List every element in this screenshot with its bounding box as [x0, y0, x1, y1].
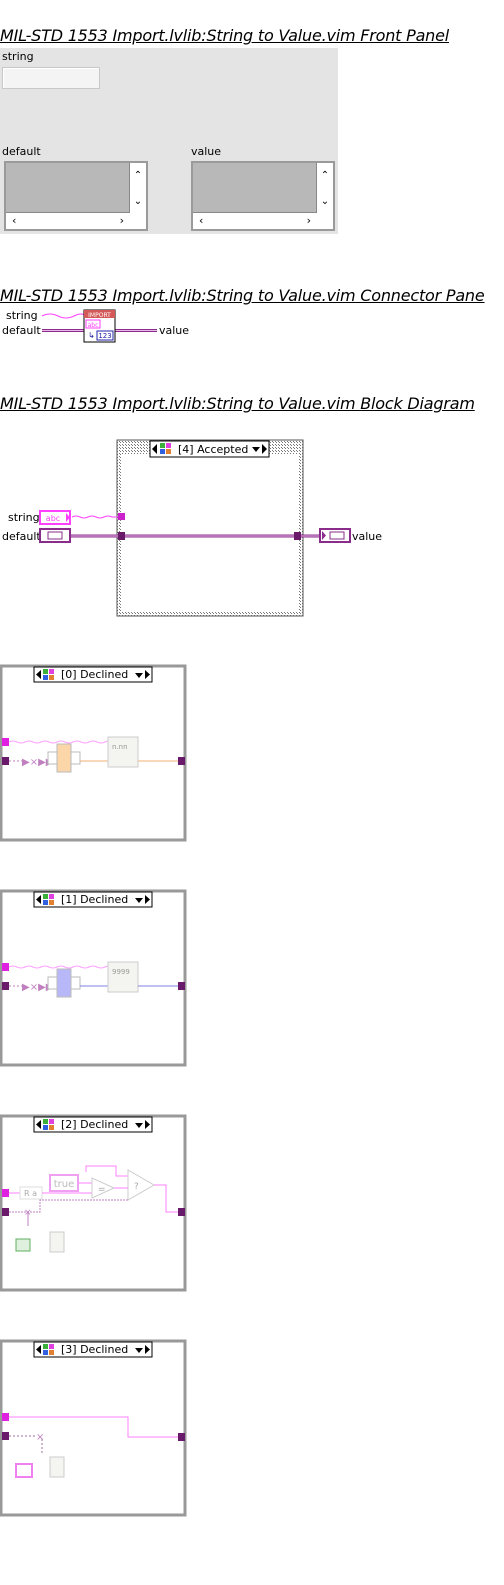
- value-out-tunnel: [294, 532, 301, 540]
- conpane-value-label: value: [159, 324, 190, 337]
- conpane-default-label: default: [2, 324, 41, 337]
- scroll-up-icon[interactable]: ⌃: [320, 170, 330, 181]
- icon-banner-text: IMPORT: [88, 312, 111, 319]
- bd-default-label: default: [2, 530, 41, 543]
- case-prev-icon: [152, 444, 157, 454]
- scroll-down-icon[interactable]: ⌄: [320, 196, 330, 207]
- bd-value-label: value: [352, 530, 382, 543]
- scroll-left-icon[interactable]: ‹: [12, 214, 17, 227]
- vi-icon[interactable]: IMPORT abc ↳ 123: [83, 309, 116, 343]
- svg-text:[1] Declined: [1] Declined: [61, 893, 128, 906]
- svg-text:n.nn: n.nn: [112, 743, 128, 751]
- icon-abc-text: abc: [88, 322, 99, 329]
- svg-text:R a: R a: [24, 1189, 37, 1198]
- scroll-down-icon[interactable]: ⌄: [133, 196, 143, 207]
- bd-string-label: string: [8, 511, 40, 524]
- default-vscroll[interactable]: ⌃⌄: [129, 163, 146, 215]
- value-vscroll[interactable]: ⌃⌄: [316, 163, 333, 215]
- default-array-label: default: [2, 145, 41, 158]
- case-structure-accepted[interactable]: [116, 439, 304, 617]
- case-next-icon: [262, 444, 267, 454]
- coerce-icon: ▶×▶▶: [22, 757, 54, 768]
- arrow-icon: ↳: [88, 331, 95, 340]
- svg-text:=: =: [98, 1185, 106, 1195]
- case-2-declined[interactable]: [2] Declined R a true = ? ×: [0, 1114, 200, 1294]
- string-control[interactable]: [2, 67, 100, 89]
- block-diagram-heading: MIL-STD 1553 Import.lvlib:String to Valu…: [0, 394, 475, 413]
- case-1-selector[interactable]: [1] Declined: [33, 891, 153, 908]
- true-const-text: true: [54, 1179, 75, 1190]
- string-wire: [41, 313, 87, 319]
- scroll-up-icon[interactable]: ⌃: [133, 170, 143, 181]
- value-hscroll[interactable]: ‹›: [193, 212, 317, 229]
- default-array-control[interactable]: ⌃⌄ ‹›: [4, 161, 148, 231]
- icon-num-text: 123: [98, 332, 111, 340]
- conpane-string-label: string: [6, 309, 38, 322]
- case-2-selector[interactable]: [2] Declined: [33, 1116, 153, 1133]
- string-tunnel: [118, 513, 125, 520]
- scroll-right-icon[interactable]: ›: [119, 214, 124, 227]
- connector-pane-wiring: IMPORT abc ↳ 123: [41, 309, 157, 343]
- case-selector[interactable]: [4] Accepted: [149, 440, 270, 458]
- value-array-label: value: [191, 145, 222, 158]
- string-wire: [71, 515, 119, 519]
- svg-text:?: ?: [134, 1182, 139, 1192]
- svg-text:abc: abc: [46, 514, 60, 523]
- scroll-left-icon[interactable]: ‹: [199, 214, 204, 227]
- string-terminal[interactable]: abc: [39, 510, 71, 525]
- svg-text:9999: 9999: [112, 968, 130, 976]
- front-panel-heading: MIL-STD 1553 Import.lvlib:String to Valu…: [0, 26, 450, 45]
- connector-pane-heading: MIL-STD 1553 Import.lvlib:String to Valu…: [0, 286, 485, 305]
- default-in-tunnel: [118, 532, 125, 540]
- scroll-corner: [317, 213, 333, 229]
- case-1-declined[interactable]: [1] Declined ▶×▶▶ 9999: [0, 889, 200, 1069]
- case-dropdown-icon: [252, 447, 260, 452]
- value-terminal[interactable]: [319, 528, 351, 543]
- case-0-declined[interactable]: [0] Declined ▶×▶▶ n.nn: [0, 664, 200, 844]
- default-terminal[interactable]: [39, 528, 71, 543]
- string-control-label: string: [2, 50, 34, 63]
- scroll-right-icon[interactable]: ›: [306, 214, 311, 227]
- case-3-selector[interactable]: [3] Declined: [33, 1341, 153, 1358]
- coerce-icon: ▶×▶▶: [22, 982, 54, 993]
- svg-text:[3] Declined: [3] Declined: [61, 1343, 128, 1356]
- svg-text:×: ×: [36, 1432, 44, 1443]
- scroll-corner: [130, 213, 146, 229]
- case-3-declined[interactable]: [3] Declined ×: [0, 1339, 200, 1519]
- default-hscroll[interactable]: ‹›: [6, 212, 130, 229]
- case-selector-label: [4] Accepted: [178, 443, 248, 456]
- svg-text:[2] Declined: [2] Declined: [61, 1118, 128, 1131]
- svg-text:[0] Declined: [0] Declined: [61, 668, 128, 681]
- main-diagram: [4] Accepted string default abc value: [2, 439, 382, 617]
- case-0-selector[interactable]: [0] Declined: [33, 666, 153, 683]
- value-array-indicator[interactable]: ⌃⌄ ‹›: [191, 161, 335, 231]
